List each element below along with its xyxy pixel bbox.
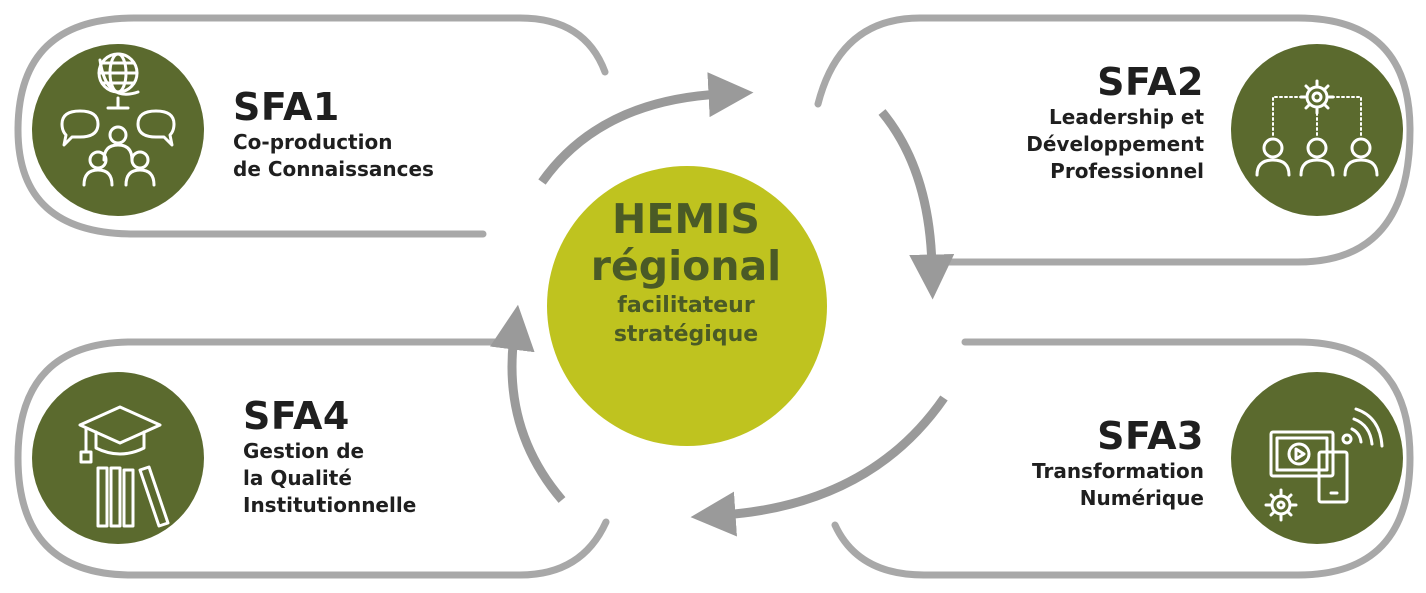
sfa1-code: SFA1 xyxy=(233,85,340,129)
sfa4-code: SFA4 xyxy=(243,394,350,438)
sfa2-label: SFA2 Leadership et Développement Profess… xyxy=(1026,60,1204,185)
sfa3-code: SFA3 xyxy=(1097,414,1204,458)
arrow-sfa4-to-center xyxy=(489,304,566,503)
digital-devices-icon xyxy=(1231,372,1403,544)
arrow-sfa3-to-sfa4 xyxy=(690,395,948,537)
sfa2-line1: Leadership et xyxy=(1049,105,1204,129)
center-circle xyxy=(547,166,827,446)
sfa4-line2: la Qualité xyxy=(243,466,352,490)
sfa1-line1: Co-production xyxy=(233,130,393,154)
sfa1-pill-outline xyxy=(14,14,609,238)
sfa4-line1: Gestion de xyxy=(243,439,365,463)
gear-team-icon xyxy=(1231,44,1403,216)
sfa2-pill-outline xyxy=(814,14,1414,266)
sfa1-label: SFA1 Co-production de Connaissances xyxy=(233,85,434,183)
center-label: HEMIS régional facilitateur stratégique xyxy=(545,196,827,348)
sfa1-line2: de Connaissances xyxy=(233,157,434,181)
sfa3-line2: Numérique xyxy=(1079,486,1204,510)
sfa3-label: SFA3 Transformation Numérique xyxy=(1032,414,1204,512)
arrow-sfa2-to-sfa3 xyxy=(878,109,955,300)
sfa4-line3: Institutionnelle xyxy=(243,493,417,517)
center-title-line2: régional xyxy=(590,242,782,290)
center-subtitle-line2: stratégique xyxy=(613,322,759,347)
sfa2-line3: Professionnel xyxy=(1050,159,1204,183)
sfa3-pill-outline xyxy=(831,338,1414,579)
arrow-sfa1-to-sfa2 xyxy=(538,72,754,185)
sfa2-code: SFA2 xyxy=(1097,60,1204,104)
sfa4-pill-outline xyxy=(14,338,610,579)
graduation-books-icon xyxy=(32,372,204,544)
center-subtitle-line1: facilitateur xyxy=(617,293,755,318)
sfa3-line1: Transformation xyxy=(1032,459,1204,483)
sfa4-label: SFA4 Gestion de la Qualité Institutionne… xyxy=(243,394,416,519)
globe-people-dialogue-icon xyxy=(32,44,204,216)
sfa2-line2: Développement xyxy=(1026,132,1204,156)
center-title-line1: HEMIS xyxy=(612,195,760,243)
